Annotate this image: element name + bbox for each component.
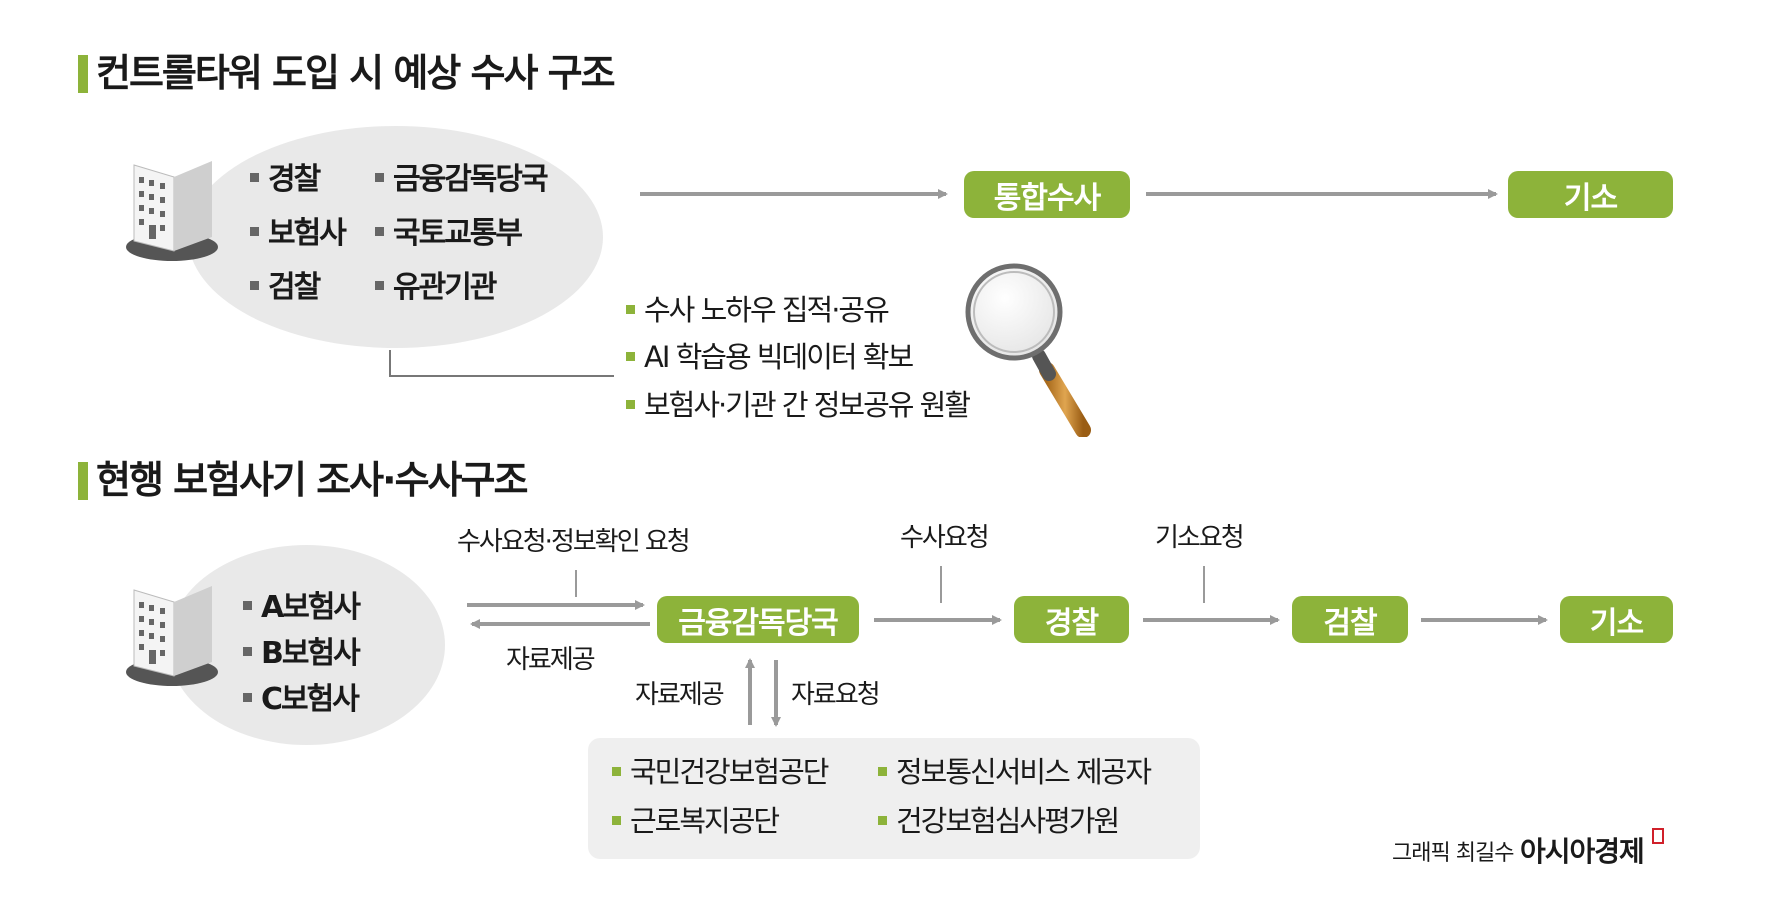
org-police: 경찰 bbox=[250, 162, 321, 198]
benefit-item: 보험사·기관 간 정보공유 원활 bbox=[626, 388, 971, 422]
agency-item: 건강보험심사평가원 bbox=[878, 804, 1120, 838]
box-police: 경찰 bbox=[1014, 596, 1129, 643]
org-financial-supervisor: 금융감독당국 bbox=[375, 162, 549, 198]
publisher-logo-mark bbox=[1652, 828, 1664, 844]
label-data-provide-up: 자료제공 bbox=[635, 680, 725, 710]
box-integrated-investigation: 통합수사 bbox=[964, 171, 1130, 218]
agency-item: 근로복지공단 bbox=[612, 804, 780, 838]
insurer-b: B보험사 bbox=[243, 636, 361, 672]
org-prosecution: 검찰 bbox=[250, 270, 321, 306]
agencies-panel bbox=[588, 738, 1200, 859]
agency-item: 국민건강보험공단 bbox=[612, 755, 829, 789]
building-icon bbox=[126, 586, 218, 686]
label-data-provide-left: 자료제공 bbox=[506, 645, 596, 675]
section-title-marker bbox=[78, 462, 88, 500]
bottom-section-title: 현행 보험사기 조사·수사구조 bbox=[96, 458, 528, 502]
top-section-title: 컨트롤타워 도입 시 예상 수사 구조 bbox=[96, 51, 616, 95]
section-title-marker bbox=[78, 55, 88, 93]
org-insurer: 보험사 bbox=[250, 216, 347, 252]
box-indictment-top: 기소 bbox=[1508, 171, 1673, 218]
building-icon bbox=[126, 161, 218, 261]
benefit-connector bbox=[389, 350, 614, 377]
benefit-item: AI 학습용 빅데이터 확보 bbox=[626, 340, 914, 374]
magnifier-icon bbox=[965, 263, 1091, 437]
agency-item: 정보통신서비스 제공자 bbox=[878, 755, 1152, 789]
label-data-request-down: 자료요청 bbox=[791, 680, 881, 710]
box-financial-supervisor: 금융감독당국 bbox=[657, 596, 859, 643]
benefit-item: 수사 노하우 집적·공유 bbox=[626, 293, 890, 327]
insurer-c: C보험사 bbox=[243, 682, 360, 718]
label-investigation-request: 수사요청 bbox=[900, 523, 990, 553]
label-indictment-request: 기소요청 bbox=[1155, 523, 1245, 553]
box-indictment-bottom: 기소 bbox=[1560, 596, 1673, 643]
graphic-credit: 그래픽 최길수 bbox=[1392, 841, 1514, 866]
publisher-logo: 아시아경제 bbox=[1520, 835, 1645, 868]
org-ministry-land: 국토교통부 bbox=[375, 216, 523, 252]
bottom-insurer-ellipse bbox=[168, 545, 445, 745]
top-org-ellipse bbox=[188, 126, 603, 348]
insurer-a: A보험사 bbox=[243, 590, 361, 626]
box-prosecution: 검찰 bbox=[1292, 596, 1408, 643]
org-related-agencies: 유관기관 bbox=[375, 270, 497, 306]
label-investigation-info-request: 수사요청·정보확인 요청 bbox=[457, 527, 691, 557]
